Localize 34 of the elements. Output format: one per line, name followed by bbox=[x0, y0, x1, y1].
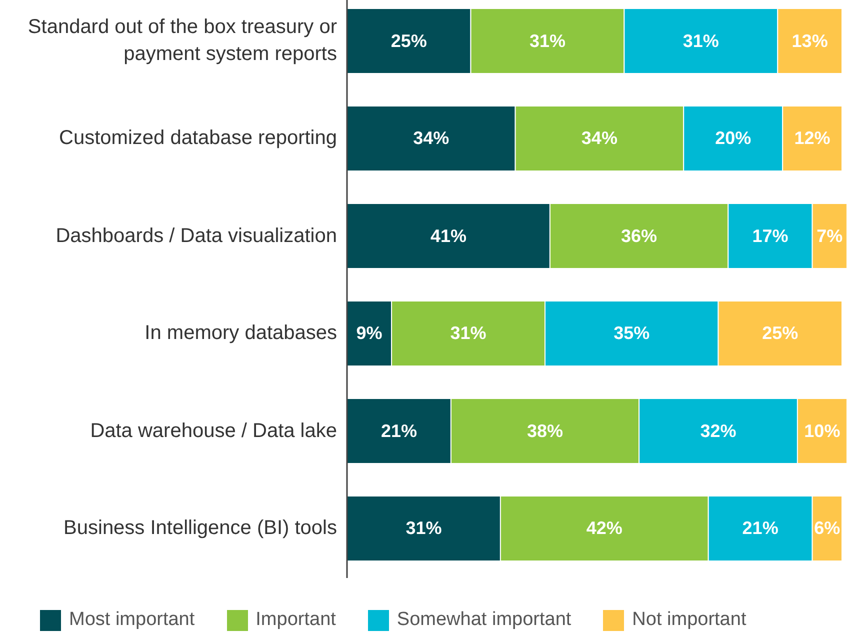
value-label: 21% bbox=[742, 517, 778, 540]
category-label: Data warehouse / Data lake bbox=[90, 418, 337, 444]
value-label: 34% bbox=[413, 127, 450, 150]
legend-label: Important bbox=[256, 608, 336, 632]
value-label: 12% bbox=[794, 127, 830, 150]
category-label: Standard out of the box treasury or payment system reports bbox=[26, 15, 337, 67]
value-label: 25% bbox=[762, 322, 798, 345]
value-label: 20% bbox=[715, 127, 752, 150]
value-label: 21% bbox=[380, 420, 417, 442]
value-label: 17% bbox=[752, 224, 788, 248]
value-label: 32% bbox=[700, 420, 736, 442]
category-label: Customized database reporting bbox=[59, 126, 337, 151]
value-label: 34% bbox=[581, 127, 618, 150]
value-label: 25% bbox=[390, 30, 427, 52]
value-label: 35% bbox=[614, 322, 650, 345]
category-label: Dashboards / Data visualization bbox=[56, 224, 337, 248]
value-label: 9% bbox=[356, 322, 382, 345]
value-label: 38% bbox=[526, 420, 563, 442]
value-label: 31% bbox=[682, 30, 719, 52]
value-label: 7% bbox=[816, 224, 843, 248]
category-label: In memory databases bbox=[144, 321, 337, 346]
value-label: 31% bbox=[450, 322, 486, 345]
legend-label: Somewhat important bbox=[396, 608, 572, 632]
value-label: 6% bbox=[814, 517, 840, 540]
value-label: 10% bbox=[804, 420, 840, 442]
legend-label: Most important bbox=[69, 608, 195, 632]
value-label: 41% bbox=[430, 224, 466, 248]
value-label: 31% bbox=[406, 517, 442, 540]
category-label: Business Intelligence (BI) tools bbox=[64, 516, 337, 541]
value-label: 31% bbox=[529, 30, 566, 52]
legend-label: Not important bbox=[632, 608, 746, 632]
value-label: 42% bbox=[586, 517, 622, 540]
value-label: 36% bbox=[621, 224, 658, 248]
value-label: 13% bbox=[792, 30, 828, 52]
